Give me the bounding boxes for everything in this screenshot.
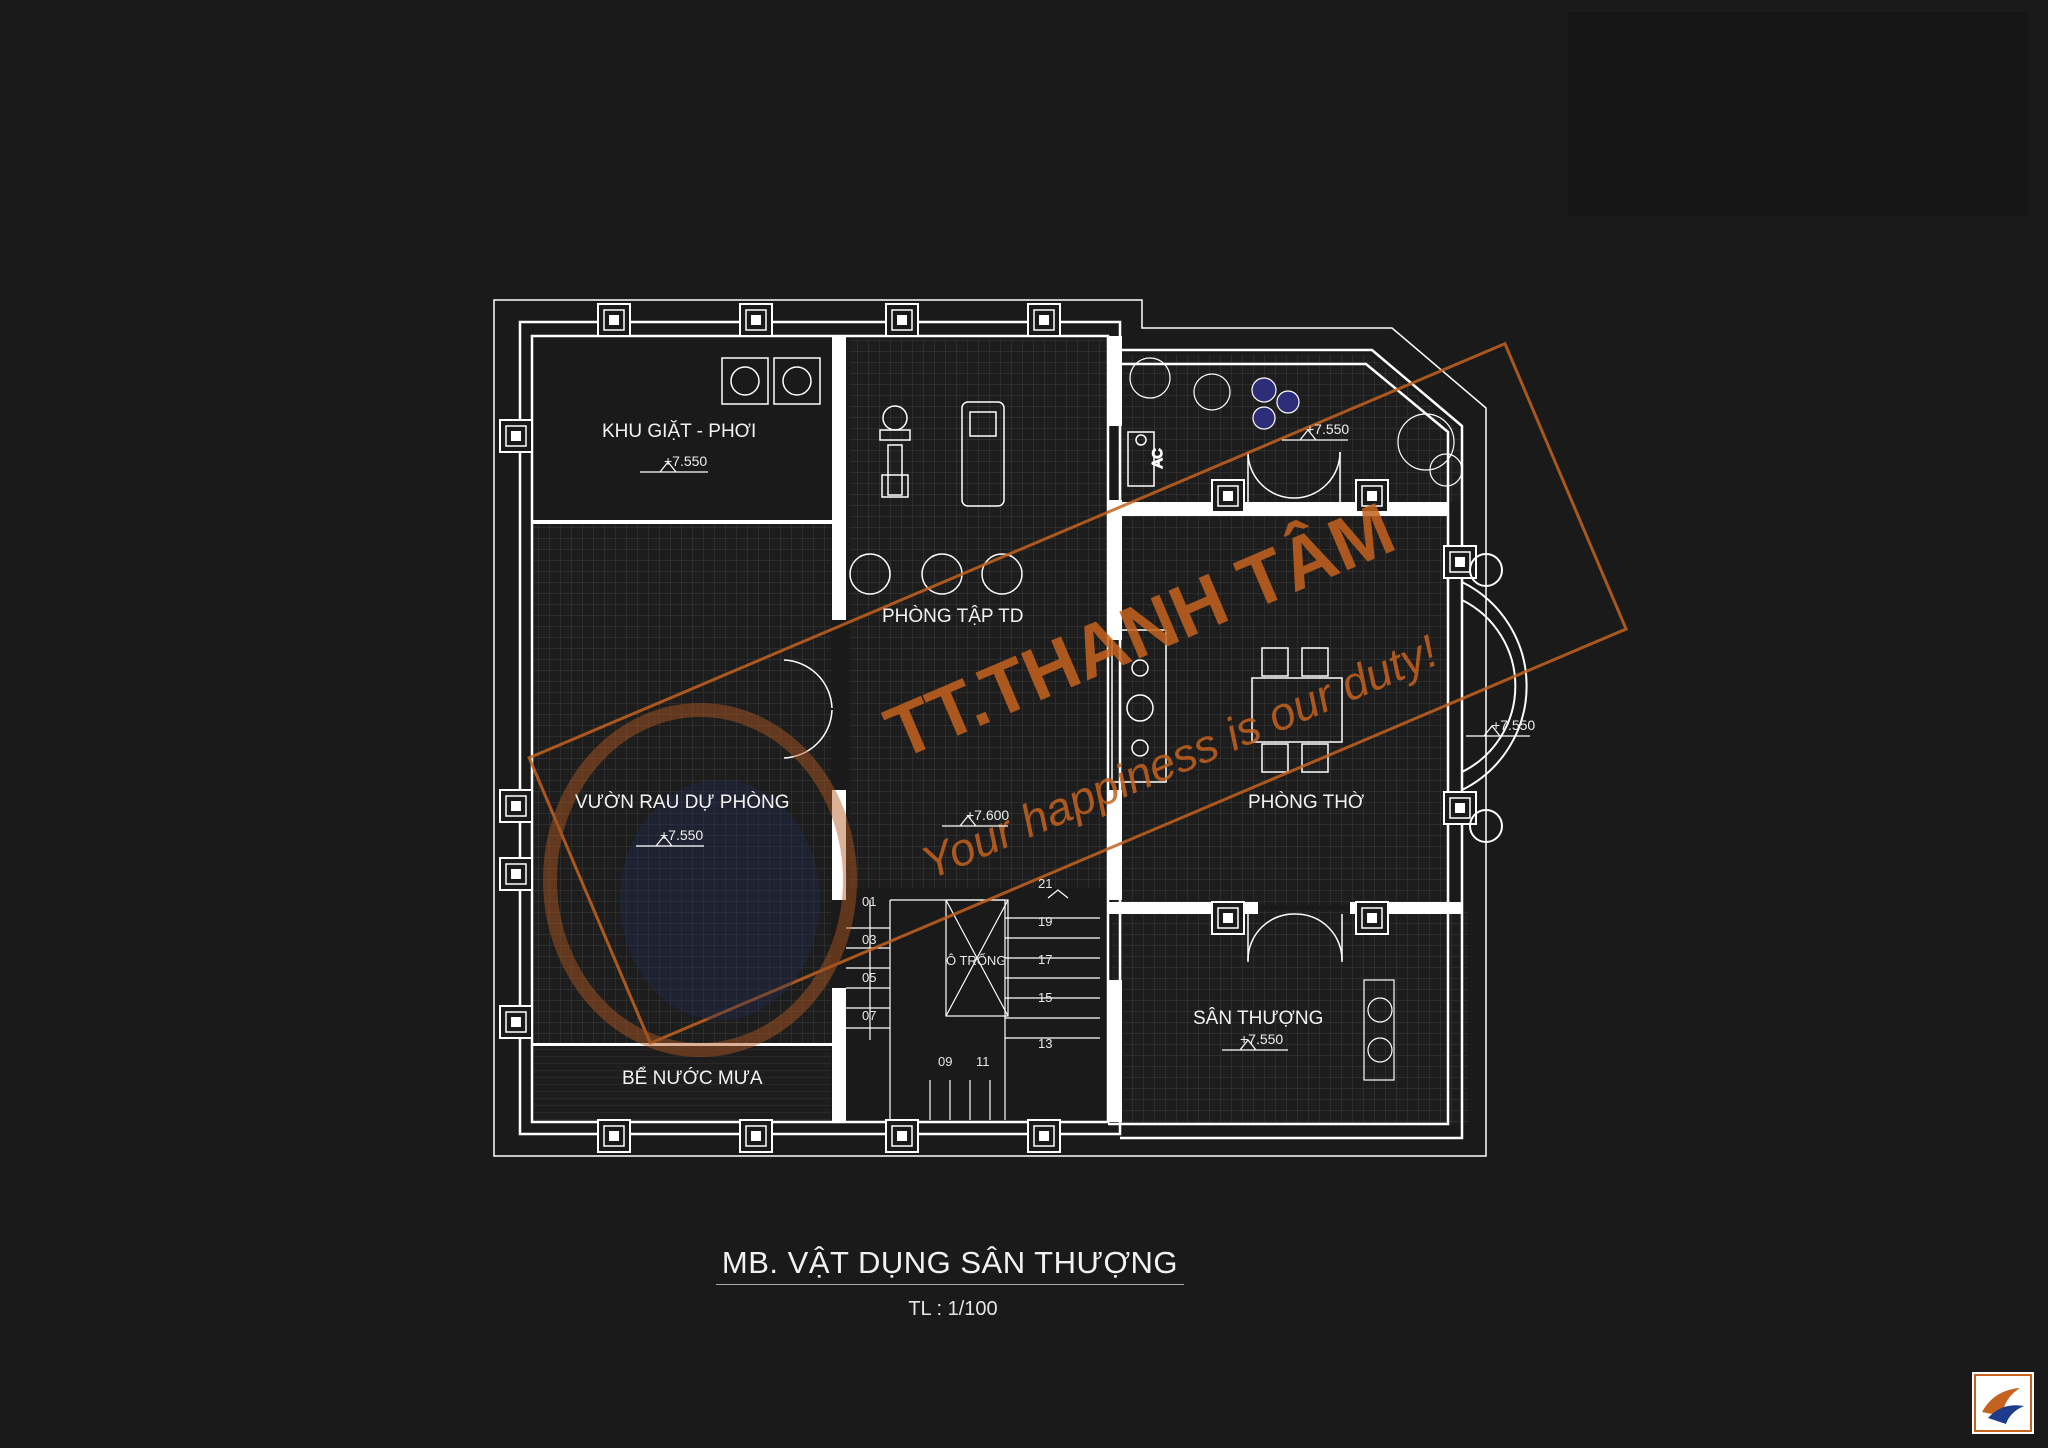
stair-number: 15: [1038, 990, 1052, 1005]
corner-panel: [1568, 12, 2028, 216]
stair-number: 09: [938, 1054, 952, 1069]
garden-floor: [533, 523, 831, 1043]
room-label-gym: PHÒNG TẬP TD: [882, 605, 1023, 627]
doors: [783, 451, 1343, 962]
site-boundary: [493, 299, 1487, 1157]
drawing-title-text: MB. VẬT DỤNG SÂN THƯỢNG: [715, 1245, 1185, 1285]
level-terrace: +7.550: [1240, 1031, 1283, 1047]
altar-floor: [1112, 515, 1450, 905]
stair-number: 21: [1038, 876, 1052, 891]
rain-tank-floor: [533, 1045, 831, 1123]
level-bay: +7.550: [1492, 717, 1535, 733]
gym-equipment: [849, 401, 1023, 595]
room-label-garden: VƯỜN RAU DỰ PHÒNG: [575, 791, 789, 813]
terrace-floor: [1112, 910, 1468, 1124]
garden-top-floor: [1118, 355, 1462, 502]
drawing-title: MB. VẬT DỤNG SÂN THƯỢNG: [0, 1245, 1900, 1285]
room-label-rain-tank: BỂ NƯỚC MƯA: [622, 1067, 763, 1089]
plants: [1129, 357, 1463, 1081]
room-label-terrace: SÂN THƯỢNG: [1193, 1007, 1323, 1029]
bay-window: [1461, 553, 1528, 843]
stair-number: 17: [1038, 952, 1052, 967]
level-garden: +7.550: [660, 827, 703, 843]
level-marks: [636, 429, 1530, 1051]
stair-number: 19: [1038, 914, 1052, 929]
level-top-right: +7.550: [1306, 421, 1349, 437]
ac-unit: AC: [1127, 431, 1166, 487]
room-label-laundry: KHU GIẶT - PHƠI: [602, 421, 756, 442]
brand-logo-icon: [1974, 1374, 2032, 1432]
level-laundry: +7.550: [664, 453, 707, 469]
washing-machines: [721, 357, 821, 405]
stair-number: 11: [976, 1054, 990, 1069]
stair-number: 03: [862, 932, 876, 947]
stair-number: 05: [862, 970, 876, 985]
stair-number: 01: [862, 894, 876, 909]
altar-furniture: [1111, 629, 1343, 783]
staircase: [846, 889, 1100, 1120]
stair-number: 13: [1038, 1036, 1052, 1051]
ac-label: AC: [1149, 449, 1165, 468]
room-label-void: Ô TRỐNG: [946, 953, 1006, 968]
gym-floor: [850, 340, 1108, 888]
room-label-altar: PHÒNG THỜ: [1248, 791, 1364, 813]
level-gym: +7.600: [966, 807, 1009, 823]
stair-number: 07: [862, 1008, 876, 1023]
drawing-scale: TL : 1/100: [908, 1298, 998, 1320]
brand-logo: [1972, 1372, 2034, 1434]
